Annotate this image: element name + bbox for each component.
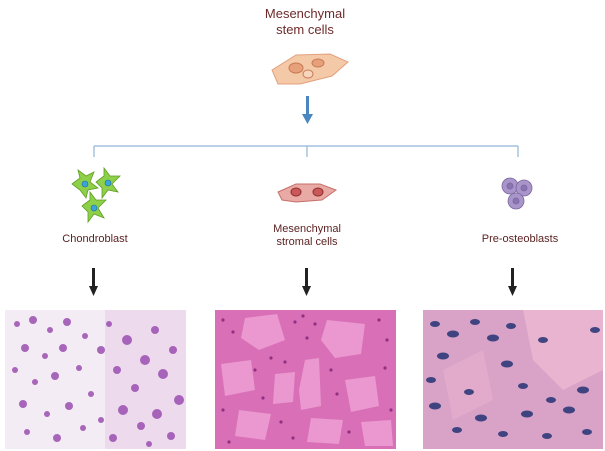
stromal-cells-icon (277, 183, 338, 203)
branch-connector (93, 145, 519, 157)
stromal-label-line-1: Mesenchymal (273, 223, 341, 235)
pre-osteoblast-icon (501, 177, 533, 210)
chondroblast-histology-image (5, 310, 186, 449)
title-line-2: stem cells (276, 22, 334, 37)
stromal-label-line-2: stromal cells (276, 236, 338, 248)
stem-cells-icon (271, 53, 349, 85)
stromal-cells-label: Mesenchymal stromal cells (252, 223, 362, 249)
osteo-tissue (423, 310, 603, 449)
chondro-tissue (5, 310, 186, 449)
pre-osteoblasts-label: Pre-osteoblasts (481, 233, 559, 245)
stromal-histology-image (215, 310, 396, 449)
stem-cells-title: Mesenchymal stem cells (230, 6, 380, 38)
arrow-to-stromal-panel (302, 268, 311, 296)
chondroblast-label: Chondroblast (62, 233, 128, 245)
arrow-to-osteo-panel (508, 268, 517, 296)
root-down-arrow (302, 96, 313, 124)
arrow-to-chondro-panel (89, 268, 98, 296)
chondroblast-icon (71, 166, 121, 224)
pre-osteoblast-histology-image (423, 310, 603, 449)
stromal-tissue (215, 310, 396, 449)
title-line-1: Mesenchymal (264, 6, 346, 21)
